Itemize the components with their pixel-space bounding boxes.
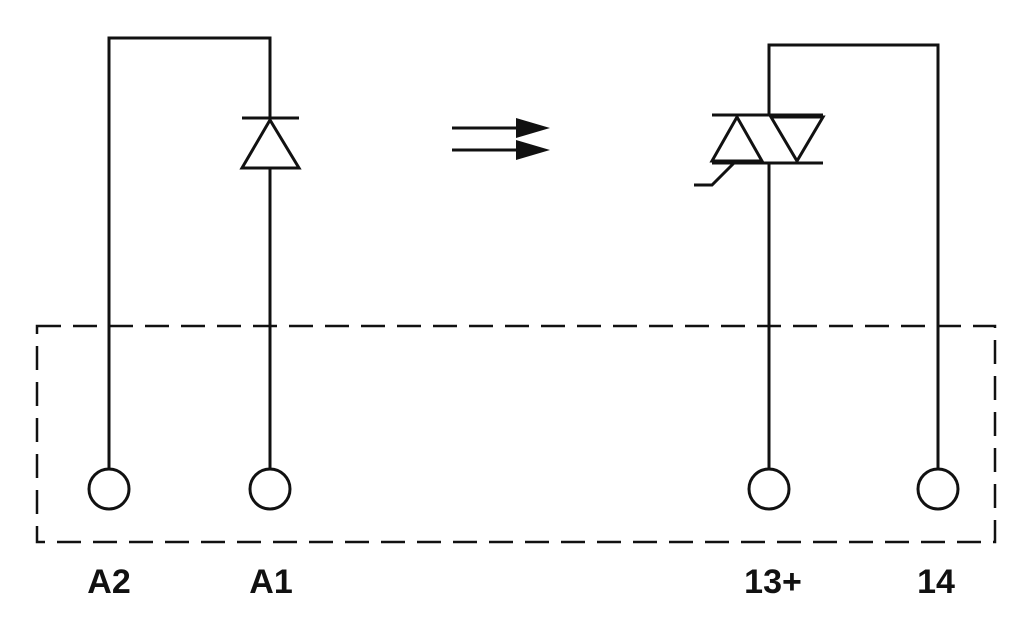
terminal-14-circle[interactable] — [916, 467, 960, 511]
led-diode-icon — [239, 116, 302, 170]
input-wire-a2 — [107, 36, 272, 470]
optocoupler-arrows-icon — [452, 118, 550, 160]
terminal-label-14: 14 — [917, 563, 955, 601]
terminal-a1-circle[interactable] — [248, 467, 292, 511]
terminal-13-circle[interactable] — [747, 467, 791, 511]
output-wire-14 — [767, 43, 940, 470]
terminal-label-a1: A1 — [249, 563, 293, 601]
triac-icon — [694, 113, 826, 187]
terminal-label-13: 13+ — [744, 563, 802, 601]
terminal-label-a2: A2 — [87, 563, 131, 601]
module-housing-dashed-outline — [35, 324, 997, 544]
terminal-a2-circle[interactable] — [87, 467, 131, 511]
